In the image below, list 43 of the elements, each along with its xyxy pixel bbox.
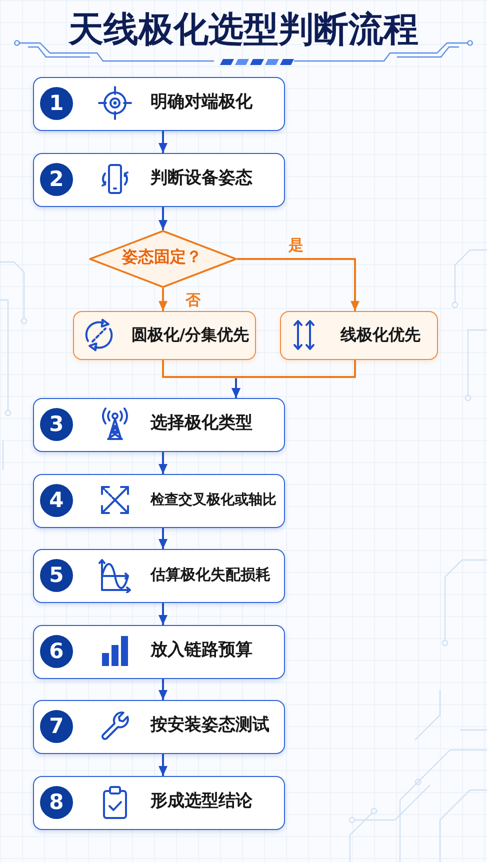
title: 天线极化选型判断流程 [68,10,418,50]
edge-label: 否 [184,290,202,308]
option-box [280,311,438,360]
decision-diamond [89,230,237,288]
step-number: 1 [40,86,73,120]
step-number: 2 [40,162,73,196]
step-box [33,77,285,131]
edge-label: 是 [286,236,306,254]
arrow [158,679,168,700]
arrow [158,528,168,549]
arrow [232,360,356,398]
option-label: 线极化优先 [340,326,420,344]
arrow [158,288,168,311]
arrow [158,131,168,153]
option-label: 圆极化/分集优先 [131,326,250,344]
step-label: 检查交叉极化或轴比 [150,492,276,508]
arrow [158,452,168,474]
step-box [33,474,285,528]
step-number: 5 [40,558,73,592]
arrow [158,754,168,776]
arrow [158,207,168,230]
step-number: 4 [40,484,73,517]
step-label: 估算极化失配损耗 [150,566,270,584]
step-label: 按安装姿态测试 [150,716,270,736]
step-box [33,549,285,603]
step-box [33,153,285,207]
step-number: 7 [40,710,73,743]
step-box [33,625,285,679]
decision-label: 姿态固定？ [121,248,203,267]
arrow [237,258,360,311]
step-label: 形成选型结论 [150,792,252,812]
step-box [33,700,285,754]
arrow [158,603,168,625]
step-box [33,776,285,830]
step-number: 6 [40,634,73,668]
option-box [73,311,256,360]
step-number: 8 [40,786,73,819]
step-label: 判断设备姿态 [150,170,252,190]
step-number: 3 [40,408,73,441]
step-label: 选择极化类型 [150,414,252,434]
step-label: 明确对端极化 [150,94,252,114]
step-box [33,398,285,452]
step-label: 放入链路预算 [150,642,252,662]
